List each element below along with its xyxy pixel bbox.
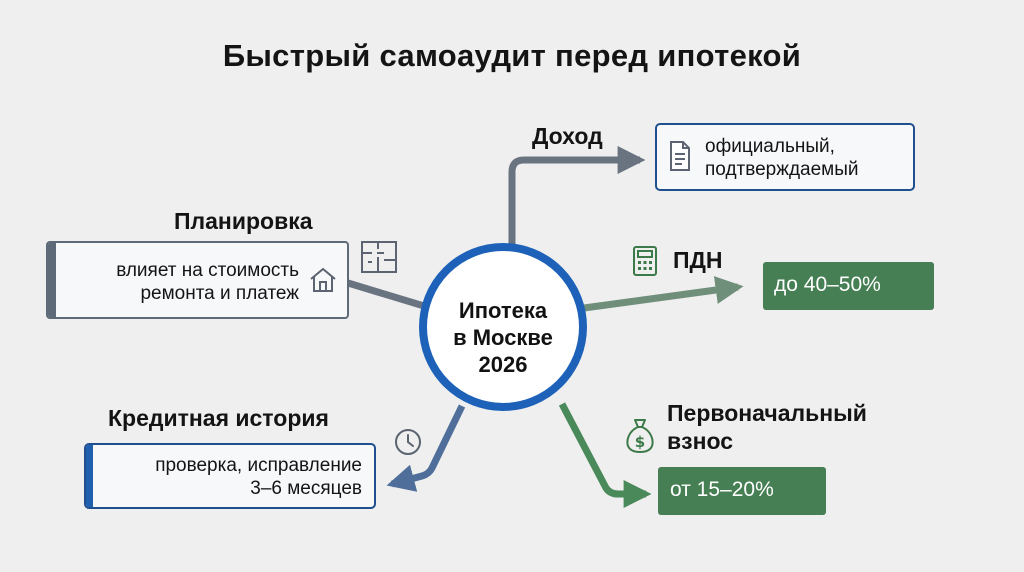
down-payment-box-text: от 15–20% <box>670 478 774 501</box>
document-icon <box>670 141 690 171</box>
income-label: Доход <box>532 123 603 149</box>
credit-box-text: проверка, исправление 3–6 месяцев <box>155 455 362 499</box>
money-bag-icon: $ <box>626 419 654 454</box>
income-connector <box>508 146 646 246</box>
layout-label: Планировка <box>174 208 313 234</box>
income-box-text: официальный, подтверждаемый <box>705 136 859 180</box>
credit-box-accent <box>86 445 93 507</box>
center-node-text: Ипотека в Москве 2026 <box>453 298 553 377</box>
clock-icon <box>395 429 421 455</box>
house-icon <box>310 268 336 292</box>
svg-text:$: $ <box>635 433 645 451</box>
layout-box: влияет на стоимость ремонта и платеж <box>46 241 349 319</box>
calculator-icon <box>633 246 657 276</box>
credit-box: проверка, исправление 3–6 месяцев <box>84 443 376 509</box>
page-title: Быстрый самоаудит перед ипотекой <box>222 38 802 73</box>
dti-connector <box>583 276 744 312</box>
layout-connector <box>346 279 426 310</box>
credit-connector <box>386 404 466 492</box>
down-payment-connector <box>558 402 652 508</box>
income-box: официальный, подтверждаемый <box>655 123 915 191</box>
dti-label: ПДН <box>673 247 723 273</box>
credit-label: Кредитная история <box>108 405 329 431</box>
dti-box-text: до 40–50% <box>774 273 881 296</box>
layout-box-text: влияет на стоимость ремонта и платеж <box>116 260 299 304</box>
layout-box-accent <box>48 243 56 317</box>
floor-plan-icon <box>361 241 397 273</box>
dti-box: до 40–50% <box>763 262 934 310</box>
down-payment-box: от 15–20% <box>658 467 826 515</box>
down-payment-label: Первоначальный взнос <box>667 400 867 454</box>
center-node: Ипотека в Москве 2026 <box>419 243 587 411</box>
